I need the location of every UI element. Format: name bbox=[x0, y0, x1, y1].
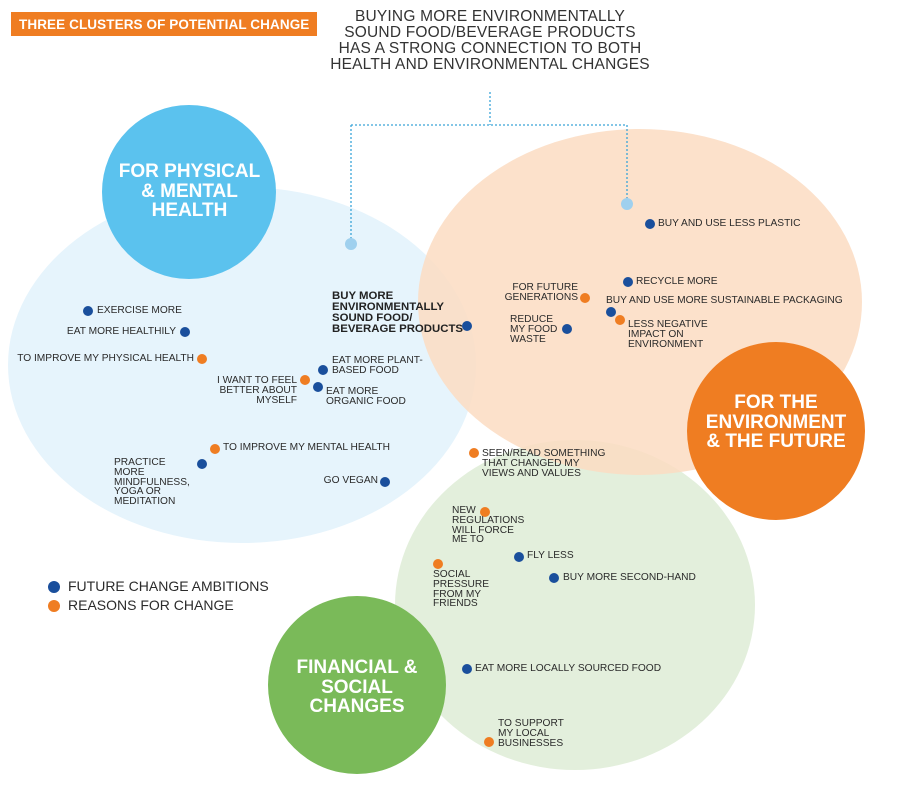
reason-dot bbox=[615, 315, 625, 325]
ambition-dot bbox=[623, 277, 633, 287]
headline: BUYING MORE ENVIRONMENTALLY SOUND FOOD/B… bbox=[330, 8, 650, 73]
legend-orange-dot bbox=[48, 600, 60, 612]
health-hub-label: FOR PHYSICAL & MENTAL HEALTH bbox=[118, 161, 261, 221]
item-buy-env-sound-food: BUY MORE ENVIRONMENTALLY SOUND FOOD/ BEV… bbox=[332, 290, 464, 335]
ambition-dot bbox=[606, 307, 616, 317]
item-reduce-food-waste: REDUCE MY FOOD WASTE bbox=[510, 314, 558, 345]
legend-reasons-label: REASONS FOR CHANGE bbox=[68, 597, 234, 613]
connector bbox=[350, 92, 628, 240]
reason-dot bbox=[210, 444, 220, 454]
ambition-dot bbox=[380, 477, 390, 487]
environment-hub-label: FOR THE ENVIRONMENT & THE FUTURE bbox=[705, 392, 847, 452]
ambition-dot bbox=[462, 664, 472, 674]
environment-hub bbox=[687, 342, 865, 520]
legend-ambitions-label: FUTURE CHANGE AMBITIONS bbox=[68, 578, 269, 594]
financial-hub bbox=[268, 596, 446, 774]
item-social-pressure: SOCIAL PRESSURE FROM MY FRIENDS bbox=[433, 569, 490, 610]
item-go-vegan: GO VEGAN bbox=[323, 475, 378, 486]
ambition-dot bbox=[645, 219, 655, 229]
reason-dot bbox=[484, 737, 494, 747]
item-improve-physical-health: TO IMPROVE MY PHYSICAL HEALTH bbox=[17, 353, 194, 364]
item-eat-more-plant-based: EAT MORE PLANT-BASED FOOD bbox=[332, 355, 423, 376]
ambition-dot bbox=[514, 552, 524, 562]
ambition-dot bbox=[180, 327, 190, 337]
ambition-dot bbox=[197, 459, 207, 469]
item-improve-mental-health: TO IMPROVE MY MENTAL HEALTH bbox=[223, 442, 390, 453]
ambition-dot bbox=[562, 324, 572, 334]
item-future-generations: FOR FUTURE GENERATIONS bbox=[504, 282, 578, 303]
legend-blue-dot bbox=[48, 581, 60, 593]
item-fly-less: FLY LESS bbox=[527, 550, 574, 561]
reason-dot bbox=[197, 354, 207, 364]
reason-dot bbox=[480, 507, 490, 517]
item-new-regulations: NEW REGULATIONS WILL FORCE ME TO bbox=[452, 505, 525, 546]
item-recycle-more: RECYCLE MORE bbox=[636, 276, 718, 287]
ambition-dot bbox=[549, 573, 559, 583]
health-hub bbox=[102, 105, 276, 279]
item-eat-more-healthily: EAT MORE HEALTHILY bbox=[66, 326, 176, 337]
item-seen-read-something: SEEN/READ SOMETHING THAT CHANGED MY VIEW… bbox=[482, 448, 606, 479]
reason-dot bbox=[433, 559, 443, 569]
ambition-dot bbox=[313, 382, 323, 392]
financial-area bbox=[395, 440, 755, 770]
item-sustainable-packaging: BUY AND USE MORE SUSTAINABLE PACKAGING bbox=[606, 295, 843, 306]
ambition-dot bbox=[83, 306, 93, 316]
ambition-dot bbox=[318, 365, 328, 375]
ambition-dot bbox=[462, 321, 472, 331]
item-locally-sourced: EAT MORE LOCALLY SOURCED FOOD bbox=[475, 663, 662, 674]
health-area bbox=[8, 187, 476, 543]
item-feel-better: I WANT TO FEEL BETTER ABOUT MYSELF bbox=[216, 375, 297, 406]
reason-dot bbox=[580, 293, 590, 303]
item-practice-mindfulness: PRACTICE MORE MINDFULNESS, YOGA OR MEDIT… bbox=[114, 457, 190, 508]
financial-hub-label: FINANCIAL & SOCIAL CHANGES bbox=[296, 657, 418, 717]
connector-end-dot bbox=[345, 238, 357, 250]
item-less-negative-impact: LESS NEGATIVE IMPACT ON ENVIRONMENT bbox=[628, 319, 708, 350]
title-tag: THREE CLUSTERS OF POTENTIAL CHANGE bbox=[11, 12, 318, 36]
reason-dot bbox=[300, 375, 310, 385]
item-buy-less-plastic: BUY AND USE LESS PLASTIC bbox=[658, 218, 801, 229]
item-exercise-more: EXERCISE MORE bbox=[97, 305, 182, 316]
reason-dot bbox=[469, 448, 479, 458]
item-eat-more-organic: EAT MORE ORGANIC FOOD bbox=[326, 386, 406, 407]
item-support-local: TO SUPPORT MY LOCAL BUSINESSES bbox=[498, 718, 564, 749]
item-buy-second-hand: BUY MORE SECOND-HAND bbox=[563, 572, 696, 583]
connector-end-dot bbox=[621, 198, 633, 210]
